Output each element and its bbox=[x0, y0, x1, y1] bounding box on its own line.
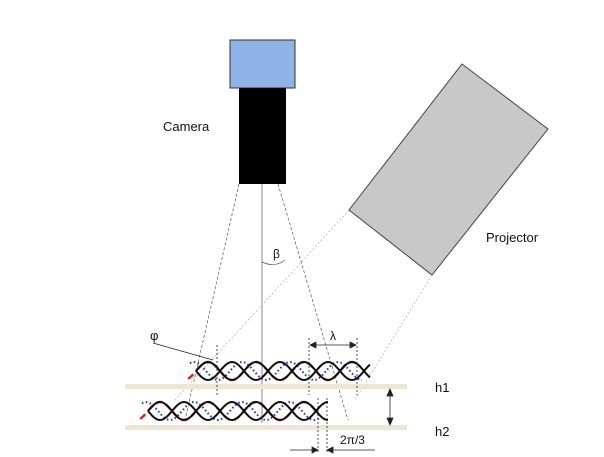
fringe-waves bbox=[139, 360, 371, 422]
phi-pointer bbox=[152, 342, 214, 361]
beta-angle-arc bbox=[261, 259, 286, 265]
lambda-arrow-left bbox=[309, 341, 317, 349]
fringe-upper-solid-b bbox=[195, 360, 371, 382]
height-dimension bbox=[386, 387, 394, 427]
camera bbox=[229, 39, 296, 184]
beta-label: β bbox=[273, 247, 280, 261]
projector-label: Projector bbox=[486, 230, 539, 245]
phi-label: φ bbox=[150, 328, 158, 343]
height-arrow-bottom bbox=[386, 417, 394, 427]
fringe-lower-solid-b bbox=[147, 400, 329, 422]
fringe-upper-solid-a bbox=[195, 360, 371, 382]
camera-ray-left bbox=[184, 183, 240, 421]
h2-label: h2 bbox=[435, 424, 449, 439]
surface-h1 bbox=[125, 384, 407, 389]
shift-arrow-left-head bbox=[311, 446, 319, 454]
projector-ray-left bbox=[174, 209, 350, 401]
fringe-lower-blue bbox=[141, 400, 321, 422]
camera-rays bbox=[184, 183, 349, 423]
surface-h2 bbox=[125, 425, 407, 430]
h1-label: h1 bbox=[435, 380, 449, 395]
fringe-lower-solid-a bbox=[147, 400, 329, 422]
camera-body bbox=[239, 88, 286, 184]
shift-label: 2π/3 bbox=[340, 433, 365, 447]
camera-ray-right bbox=[277, 183, 349, 421]
lambda-label: λ bbox=[330, 329, 336, 343]
height-arrow-top bbox=[386, 387, 394, 397]
shift-dimension bbox=[290, 398, 375, 454]
shift-arrow-right-head bbox=[326, 446, 334, 454]
projector-rays bbox=[174, 209, 433, 401]
projector-ray-right bbox=[354, 274, 433, 401]
lambda-dimension bbox=[308, 338, 358, 395]
camera-lens bbox=[229, 39, 296, 89]
lambda-arrow-right bbox=[349, 341, 357, 349]
camera-label: Camera bbox=[163, 119, 210, 134]
